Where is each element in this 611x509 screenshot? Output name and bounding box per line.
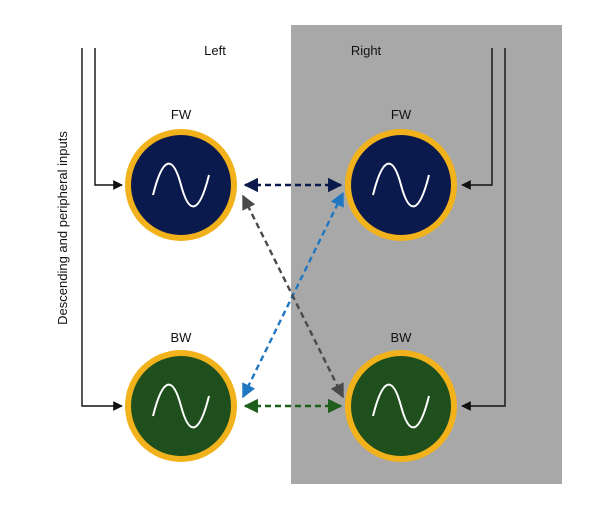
left-input-lines — [81, 48, 123, 411]
left-bw-oscillator — [125, 350, 237, 462]
left-side-label: Left — [204, 43, 226, 58]
left-bw-label: BW — [171, 330, 193, 345]
sine-wave-icon — [372, 162, 430, 208]
left-fw-label: FW — [171, 107, 192, 122]
sine-wave-icon — [152, 383, 210, 429]
right-side-label: Right — [351, 43, 382, 58]
right-fw-label: FW — [391, 107, 412, 122]
left-fw-oscillator — [125, 129, 237, 241]
right-fw-oscillator — [345, 129, 457, 241]
sine-wave-icon — [152, 162, 210, 208]
right-input-lines — [461, 48, 506, 411]
right-bw-oscillator — [345, 350, 457, 462]
descending-inputs-label: Descending and peripheral inputs — [55, 131, 70, 325]
sine-wave-icon — [372, 383, 430, 429]
right-bw-label: BW — [391, 330, 413, 345]
left-fw-right-bw-connection — [241, 194, 345, 399]
